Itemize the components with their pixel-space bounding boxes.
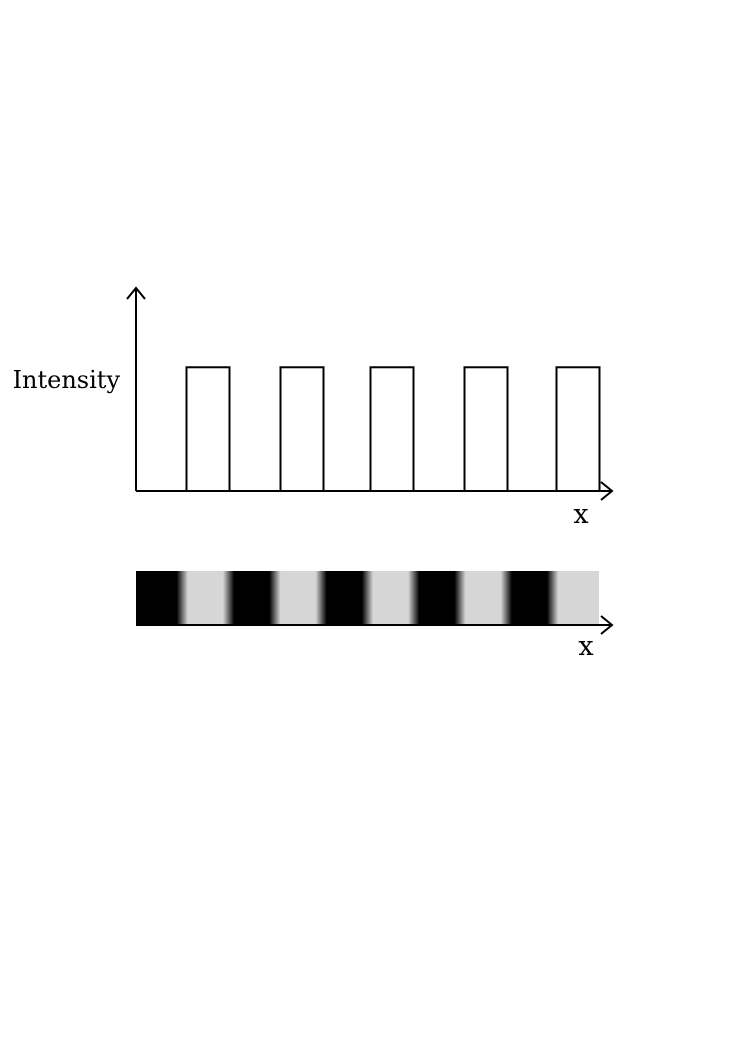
fringe-strip: x [136, 571, 614, 662]
strip-x-axis-label: x [578, 631, 593, 662]
intensity-bar [279, 366, 325, 492]
fringe-pattern [136, 571, 599, 625]
intensity-bar [185, 366, 231, 492]
intensity-bar [463, 366, 509, 492]
intensity-bar [369, 366, 415, 492]
top-plot: Intensity x [13, 286, 614, 530]
x-axis-label: x [573, 499, 588, 530]
y-axis-arrowhead [126, 286, 146, 300]
bars-group [185, 366, 601, 492]
intensity-bar [555, 366, 601, 492]
x-axis-arrowhead [600, 481, 614, 501]
y-axis-label: Intensity [13, 366, 121, 394]
strip-x-axis-arrowhead [600, 615, 614, 635]
